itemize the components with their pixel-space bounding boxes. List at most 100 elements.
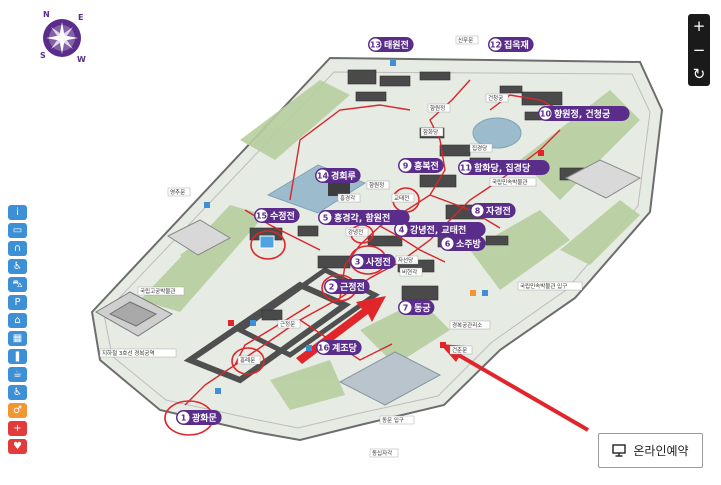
compass-rose: N E S W <box>40 10 86 64</box>
shop-icon[interactable]: ⌂ <box>8 313 27 328</box>
place-label-bg <box>395 255 419 265</box>
building-label-2[interactable]: 2 근정전 <box>324 279 370 294</box>
sujeongjeon-marker <box>259 235 275 249</box>
place-label-bg <box>237 355 261 365</box>
building-number: 13 <box>370 40 381 49</box>
ticket-icon[interactable]: ▭ <box>8 223 27 238</box>
place-label-bg <box>449 320 491 330</box>
building-number: 7 <box>403 303 409 312</box>
building-label-bg <box>318 210 410 225</box>
place-label: 영추문 <box>170 188 185 196</box>
place-label-bg <box>277 319 301 329</box>
online-reservation-label: 온라인예약 <box>633 444 689 458</box>
accessible-toilet-icon[interactable]: ♿ <box>8 385 27 400</box>
building-number: 12 <box>490 40 501 49</box>
building-label-3[interactable]: 3 사정전 <box>350 254 396 269</box>
building-name: 수정전 <box>270 210 295 222</box>
building-label-bg <box>538 106 630 121</box>
place-label-bg <box>366 180 390 190</box>
zoom-in-button[interactable]: + <box>692 17 706 35</box>
online-reservation-button[interactable]: 온라인예약 <box>598 433 703 468</box>
place-label-bg <box>379 415 415 425</box>
locker-icon[interactable]: ▦ <box>8 331 27 346</box>
first-aid-icon[interactable]: + <box>8 421 27 436</box>
building-name: 근정전 <box>340 281 365 293</box>
building-number-badge <box>316 169 329 182</box>
building-number: 11 <box>460 163 472 172</box>
place-label-bg <box>337 193 361 203</box>
building-number: 6 <box>445 239 451 248</box>
compass-w: W <box>77 55 86 64</box>
place-label-bg <box>449 345 473 355</box>
place-label-bg <box>137 286 185 296</box>
stroller-icon[interactable]: ⛍ <box>8 277 27 292</box>
building-number: 5 <box>323 213 329 222</box>
compass-s: S <box>40 51 46 60</box>
legend-sidebar[interactable]: i ▭ ∩ ♿ ⛍ P ⌂ ▦ ❚ ☕ ♿ ♂ + ♥ <box>8 205 27 454</box>
place-label: 국립민속박물관 <box>492 178 527 186</box>
place-label-bg <box>427 103 451 113</box>
place-label-bg <box>489 177 537 187</box>
info-icon[interactable]: i <box>8 205 27 220</box>
building-number-badge <box>369 38 382 51</box>
building-name: 사정전 <box>366 256 391 268</box>
water-icon[interactable]: ❚ <box>8 349 27 364</box>
reset-view-button[interactable]: ↻ <box>692 65 706 83</box>
building-number: 9 <box>403 161 409 170</box>
place-label: 흥경각 <box>340 194 355 202</box>
place-label: 국립민속박물관 입구 <box>520 282 567 290</box>
audio-guide-icon[interactable]: ∩ <box>8 241 27 256</box>
building-number: 3 <box>355 257 361 266</box>
toilet-icon[interactable]: ♂ <box>8 403 27 418</box>
zoom-out-button[interactable]: − <box>692 41 706 59</box>
museums <box>95 159 642 406</box>
building-name: 계조당 <box>332 342 358 354</box>
zoom-controls[interactable]: + − ↻ <box>688 14 710 86</box>
place-label: 신무문 <box>458 36 473 44</box>
building-number: 8 <box>475 206 481 215</box>
hyangwonjeong-pond <box>472 117 522 149</box>
building-number-badge <box>325 280 338 293</box>
building-name: 광화문 <box>192 412 217 424</box>
parking-icon[interactable]: P <box>8 295 27 310</box>
building-number-badge <box>177 411 190 424</box>
building-number: 15 <box>256 211 268 220</box>
building-number: 16 <box>318 343 330 352</box>
place-label-bg <box>455 35 479 45</box>
building-number-badge <box>255 209 268 222</box>
building-name: 경회루 <box>331 170 356 182</box>
building-number-badge <box>317 341 330 354</box>
wheelchair-icon[interactable]: ♿ <box>8 259 27 274</box>
cafe-icon[interactable]: ☕ <box>8 367 27 382</box>
place-label: 향원정 <box>369 181 384 189</box>
place-label-bg <box>99 348 177 358</box>
place-label-bg <box>517 281 583 291</box>
building-number-badge <box>395 223 408 236</box>
building-number: 10 <box>540 109 552 118</box>
compass-n: N <box>43 10 50 19</box>
place-label: 향원정 <box>430 104 445 112</box>
place-label-bg <box>399 267 423 277</box>
place-label: 동문 입구 <box>382 416 404 424</box>
building-number: 2 <box>329 282 335 291</box>
place-label: 국립고궁박물관 <box>140 287 175 295</box>
building-number-badge <box>539 107 552 120</box>
aed-icon[interactable]: ♥ <box>8 439 27 454</box>
place-label: 강녕전 <box>348 228 363 236</box>
